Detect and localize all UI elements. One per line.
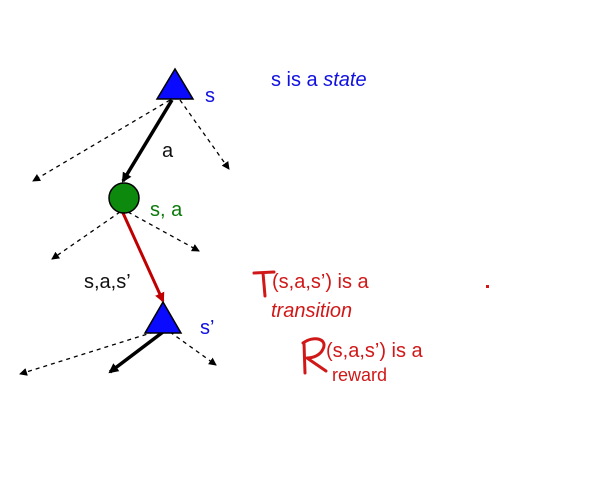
dashed-branch-right [169, 331, 217, 366]
transition-triplet-label: s,a,s’ [84, 271, 131, 293]
dashed-branch-left [51, 211, 121, 260]
handwritten-r-mark [301, 337, 328, 375]
dashed-branch-right [127, 211, 200, 252]
qstate-label: s, a [150, 199, 183, 221]
state-label: s [205, 85, 215, 107]
next-state-node-triangle [143, 300, 183, 334]
state-annotation-prefix: s is a [271, 69, 324, 91]
next-action-arrow [108, 330, 165, 374]
action-arrow [121, 99, 174, 183]
dashed-branch-left [32, 99, 171, 182]
handwritten-t-mark [252, 270, 276, 298]
dashed-branch-right [179, 99, 230, 170]
state-annotation-word: state [323, 69, 367, 91]
qstate-node-circle [108, 182, 140, 214]
state-node-triangle [155, 67, 195, 100]
reward-annotation-line1: (s,a,s’) is a [326, 340, 423, 362]
stray-red-dot [486, 285, 489, 288]
transition-annotation-word: transition [271, 300, 353, 322]
reward-annotation-word: reward [332, 365, 388, 385]
action-label: a [162, 140, 174, 162]
transition-arrow [121, 212, 165, 303]
next-state-label: s’ [200, 317, 215, 339]
transition-annotation-line1: (s,a,s’) is a [272, 271, 369, 293]
state-annotation: s is a state [271, 70, 367, 90]
